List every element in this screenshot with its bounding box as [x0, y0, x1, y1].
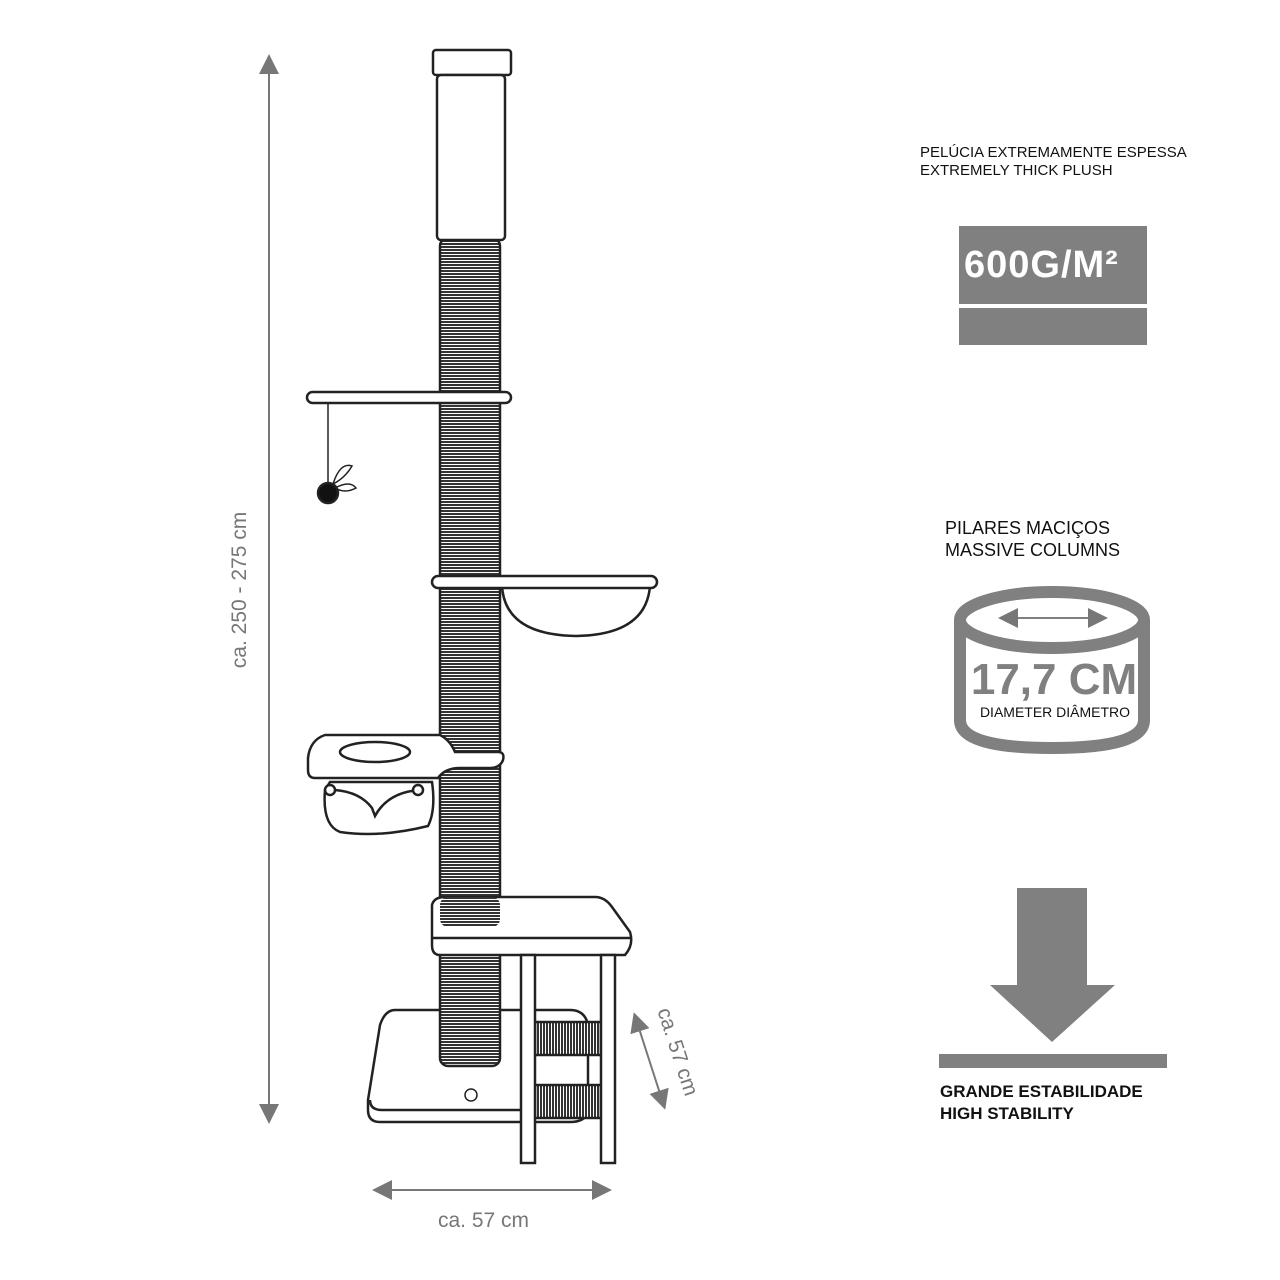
depth-arrow: [630, 1012, 669, 1110]
columns-title-en: MASSIVE COLUMNS: [945, 540, 1121, 560]
width-label: ca. 57 cm: [438, 1209, 530, 1232]
ladder-rung-2: [533, 1083, 603, 1120]
shelf-1: [305, 390, 513, 405]
stability-title-en: HIGH STABILITY: [940, 1104, 1074, 1123]
ground-bar: [939, 1054, 1167, 1068]
plush-title-pt: PELÚCIA EXTREMAMENTE ESPESSA: [920, 144, 1187, 161]
toy-ball: [316, 481, 340, 505]
bowl-basket: [500, 584, 652, 638]
diameter-caption: DIAMETER DIÂMETRO: [979, 704, 1131, 720]
height-label: ca. 250 - 275 cm: [228, 511, 251, 669]
plush-title-en: EXTREMELY THICK PLUSH: [920, 162, 1113, 179]
stability-title-pt: GRANDE ESTABILIDADE: [940, 1082, 1143, 1101]
entry-hole: [338, 740, 412, 764]
columns-title-pt: PILARES MACIÇOS: [945, 518, 1111, 538]
shelf-2: [430, 574, 659, 590]
ladder-rung-1: [533, 1020, 603, 1057]
brand-logo: [464, 1088, 478, 1102]
ladder-leg-left: [519, 953, 537, 1165]
top-cap: [431, 48, 513, 77]
down-arrow-icon: [990, 888, 1115, 1042]
column-icon: [954, 586, 1150, 755]
plush-badge-box: [959, 226, 1147, 304]
plush-badge-text: 600G/M²: [964, 244, 1119, 286]
diameter-value: 17,7 CM: [970, 655, 1138, 704]
plush-badge-bar: [959, 308, 1147, 345]
ladder-leg-right: [599, 953, 617, 1165]
upper-tube: [435, 73, 507, 242]
